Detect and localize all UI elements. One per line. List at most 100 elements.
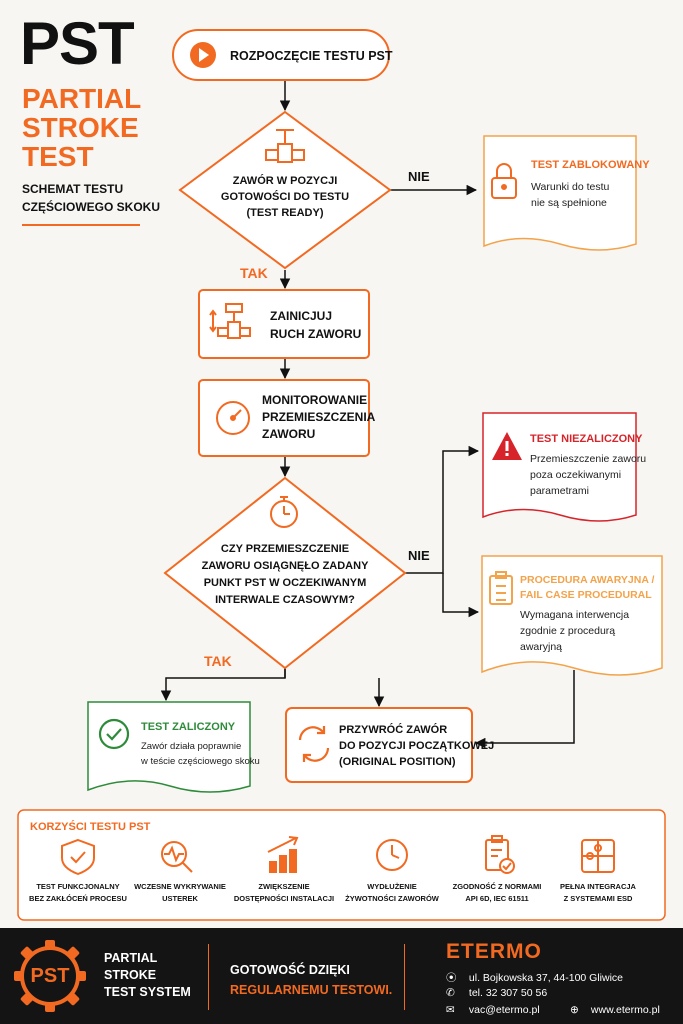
footer-badge-text: PST [30,965,70,987]
reach-line-3: PUNKT PST W OCZEKIWANYM [204,577,367,589]
subtitle-line-1: SCHEMAT TESTU [22,182,124,196]
phone-text[interactable]: tel. 32 307 50 56 [468,987,548,999]
failcase-card [481,555,663,676]
stopwatch-icon [270,496,298,528]
pin-icon: ⦿ [446,972,457,984]
tagline-line-2: REGULARNEMU TESTOWI. [230,983,393,997]
benefit-5-line-1: ZGODNOŚĆ Z NORMAMI [453,882,542,891]
footer: PST PARTIAL STROKE TEST SYSTEM GOTOWOŚĆ … [0,928,683,1024]
ready-line-2: GOTOWOŚCI DO TESTU [221,190,349,203]
connectors [160,80,575,749]
benefit-6-line-2: Z SYSTEMAMI ESD [564,894,633,903]
failed-title: TEST NIEZALICZONY [530,433,643,445]
passed-card [87,701,251,793]
restore-line-1: PRZYWRÓĆ ZAWÓR [339,723,447,736]
no-label-2: NIE [408,548,430,563]
failcase-line-2: zgodnie z procedurą [520,625,615,637]
title-line-2: STROKE [22,112,139,143]
failed-line-1: Przemieszczenie zaworu [530,453,646,465]
benefits-panel [17,809,666,921]
check-circle-icon [98,718,130,750]
benefit-1-line-2: BEZ ZAKŁÓCEŃ PROCESU [29,894,127,903]
monitor-line-1: MONITOROWANIE [262,393,367,407]
init-line-2: RUCH ZAWORU [270,327,361,341]
lock-icon [491,163,517,199]
failed-line-3: parametrami [530,485,589,497]
reach-line-2: ZAWORU OSIĄGNĘŁO ZADANY [202,560,369,572]
blocked-line-1: Warunki do testu [531,181,610,193]
blocked-line-2: nie są spełnione [531,197,607,209]
failcase-title-2: FAIL CASE PROCEDURAL [520,589,652,601]
yes-label-2: TAK [204,653,232,669]
email-row[interactable]: ✉ vac@etermo.pl [446,1004,540,1016]
logo-pst: PST [20,10,135,77]
monitor-node [198,379,370,457]
passed-title: TEST ZALICZONY [141,721,236,733]
website-row[interactable]: ⊕ www.etermo.pl [570,1004,660,1016]
clock-icon [376,839,408,871]
benefit-1-line-1: TEST FUNKCJONALNY [36,882,119,891]
ready-line-1: ZAWÓR W POZYCJI [233,174,338,187]
start-node [172,29,390,81]
shield-check-icon [61,838,95,876]
init-line-1: ZAINICJUJ [270,309,332,323]
reach-line-4: INTERWALE CZASOWYM? [215,594,355,606]
blocked-card [483,135,637,251]
address-text: ul. Bojkowska 37, 44-100 Gliwice [468,972,623,984]
brand-name: ETERMO [446,940,542,963]
mail-icon: ✉ [446,1004,455,1016]
start-label: ROZPOCZĘCIE TESTU PST [230,49,393,63]
reach-decision-node [163,476,407,670]
refresh-icon [298,726,330,762]
warning-icon [492,432,522,460]
passed-line-1: Zawór działa poprawnie [141,741,241,752]
main-title: PARTIAL STROKE TEST [22,84,141,171]
benefit-2-line-1: WCZESNE WYKRYWANIE [134,882,226,891]
failed-line-2: poza oczekiwanymi [530,469,621,481]
failed-card [482,412,637,522]
footer-tagline: GOTOWOŚĆ DZIĘKI REGULARNEMU TESTOWI. [230,960,392,1000]
ready-decision-node [178,110,392,270]
growth-chart-icon [267,836,299,873]
no-label-1: NIE [408,169,430,184]
gauge-icon [216,401,250,435]
init-node [198,289,370,359]
benefit-3-line-2: DOSTĘPNOŚCI INSTALACJI [234,894,334,903]
benefit-3-line-1: ZWIĘKSZENIE [258,882,309,891]
website-text[interactable]: www.etermo.pl [590,1004,660,1016]
address-row: ⦿ ul. Bojkowska 37, 44-100 Gliwice [446,970,623,985]
blocked-title: TEST ZABLOKOWANY [531,159,650,171]
restore-line-2: DO POZYCJI POCZĄTKOWEJ [339,740,494,752]
footer-system: PARTIAL STROKE TEST SYSTEM [104,950,191,1001]
restore-line-3: (ORIGINAL POSITION) [339,756,456,768]
tagline-line-1: GOTOWOŚĆ DZIĘKI [230,963,350,977]
title-line-3: TEST [22,141,94,172]
system-line-2: STROKE [104,968,157,982]
phone-icon: ✆ [446,987,455,999]
flowchart: ROZPOCZĘCIE TESTU PST ZAWÓR W POZYCJI GO… [17,29,666,921]
system-line-3: TEST SYSTEM [104,985,191,999]
passed-line-2: w teście częściowego skoku [140,756,260,767]
ready-line-3: (TEST READY) [247,207,324,219]
benefits-title: KORZYŚCI TESTU PST [30,820,151,833]
valve-icon [265,129,305,163]
benefit-2-line-2: USTEREK [162,894,198,903]
phone-row[interactable]: ✆ tel. 32 307 50 56 [446,987,547,999]
monitor-line-3: ZAWORU [262,427,315,441]
system-line-1: PARTIAL [104,951,158,965]
globe-icon: ⊕ [570,1004,579,1016]
subtitle-underline [22,224,140,226]
subtitle-line-2: CZĘŚCIOWEGO SKOKU [22,200,161,214]
reach-line-1: CZY PRZEMIESZCZENIE [221,543,349,555]
benefit-4-line-2: ŻYWOTNOŚCI ZAWORÓW [345,894,440,903]
yes-label-1: TAK [240,265,268,281]
email-text[interactable]: vac@etermo.pl [468,1004,540,1016]
failcase-title-1: PROCEDURA AWARYJNA / [520,574,654,586]
checklist-icon [489,571,513,605]
footer-divider-2 [404,944,405,1010]
magnifier-pulse-icon [161,841,193,873]
play-icon [199,48,209,62]
failcase-line-1: Wymagana interwencja [520,609,629,621]
failcase-line-3: awaryjną [520,641,562,653]
benefit-4-line-1: WYDŁUŻENIE [367,882,417,891]
